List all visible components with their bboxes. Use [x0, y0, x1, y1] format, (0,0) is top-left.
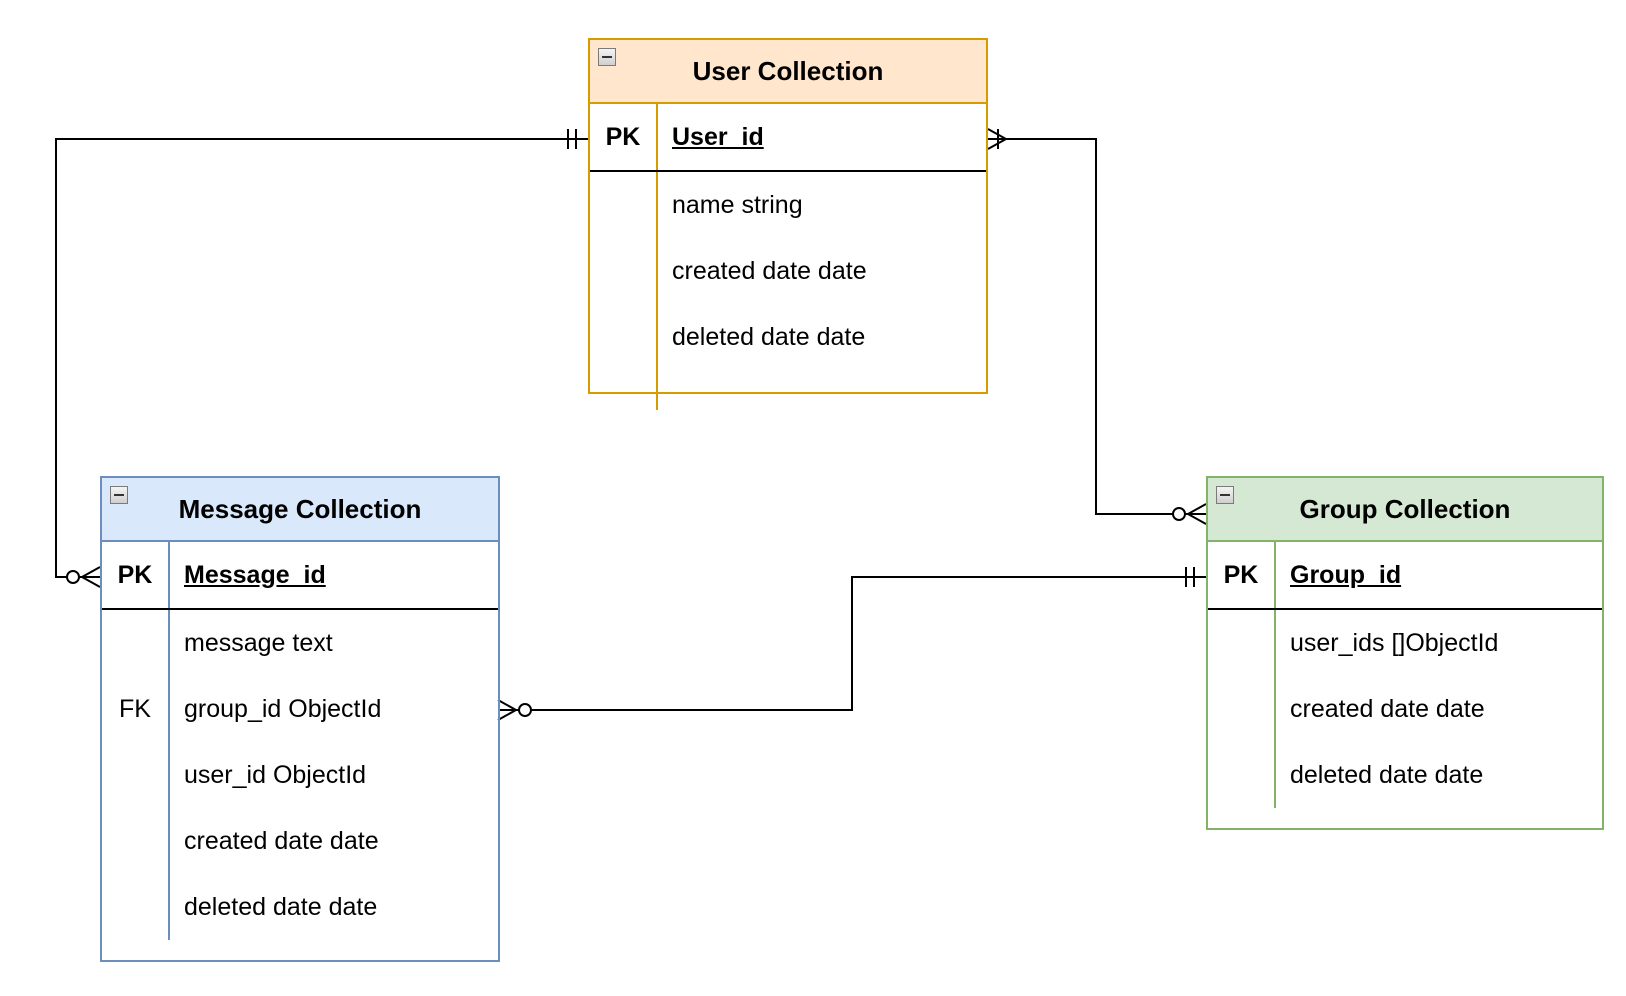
primary-key-row[interactable]: PK Group_id: [1208, 542, 1602, 610]
message-collection-header[interactable]: Message Collection: [102, 478, 498, 542]
collapse-icon[interactable]: [598, 48, 616, 66]
field-label: Group_id: [1290, 560, 1402, 589]
group-collection-header[interactable]: Group Collection: [1208, 478, 1602, 542]
field-label: user_ids []ObjectId: [1290, 628, 1499, 657]
field-label: name string: [672, 190, 803, 219]
key-label: FK: [119, 694, 151, 723]
key-label: PK: [605, 122, 641, 151]
field-label: deleted date date: [1290, 760, 1484, 789]
field-label: created date date: [184, 826, 379, 855]
field-label: User_id: [672, 122, 764, 151]
edge-group-message[interactable]: [497, 567, 1206, 721]
field-label: Message_id: [184, 560, 326, 589]
field-label: deleted date date: [184, 892, 378, 921]
attribute-row[interactable]: created date date: [590, 238, 986, 304]
user-collection-header[interactable]: User Collection: [590, 40, 986, 104]
entity-title: Message Collection: [178, 493, 422, 524]
attribute-row[interactable]: name string: [590, 172, 986, 238]
attribute-row[interactable]: user_ids []ObjectId: [1208, 610, 1602, 676]
key-label: PK: [1223, 560, 1259, 589]
attribute-row[interactable]: message text: [102, 610, 498, 676]
field-label: created date date: [1290, 694, 1485, 723]
field-label: message text: [184, 628, 333, 657]
attribute-row[interactable]: created date date: [102, 808, 498, 874]
column-divider: [1274, 542, 1276, 808]
message-collection-table[interactable]: Message Collection PK Message_id message…: [100, 476, 500, 962]
entity-title: Group Collection: [1299, 493, 1511, 524]
attribute-row[interactable]: deleted date date: [1208, 742, 1602, 808]
group-collection-table[interactable]: Group Collection PK Group_id user_ids []…: [1206, 476, 1604, 830]
attribute-row[interactable]: deleted date date: [102, 874, 498, 940]
field-label: group_id ObjectId: [184, 694, 382, 723]
entity-title: User Collection: [692, 55, 884, 86]
edge-user-message[interactable]: [55, 129, 588, 588]
field-label: deleted date date: [672, 322, 866, 351]
foreign-key-row[interactable]: FK group_id ObjectId: [102, 676, 498, 742]
key-label: PK: [117, 560, 153, 589]
field-label: created date date: [672, 256, 867, 285]
collapse-icon[interactable]: [110, 486, 128, 504]
primary-key-row[interactable]: PK User_id: [590, 104, 986, 172]
user-collection-table[interactable]: User Collection PK User_id name string c…: [588, 38, 988, 410]
edge-user-group[interactable]: [987, 128, 1207, 525]
column-divider: [656, 104, 658, 410]
primary-key-row[interactable]: PK Message_id: [102, 542, 498, 610]
attribute-row[interactable]: user_id ObjectId: [102, 742, 498, 808]
attribute-row[interactable]: created date date: [1208, 676, 1602, 742]
attribute-row[interactable]: deleted date date: [590, 304, 986, 370]
collapse-icon[interactable]: [1216, 486, 1234, 504]
field-label: user_id ObjectId: [184, 760, 367, 789]
column-divider: [168, 542, 170, 940]
